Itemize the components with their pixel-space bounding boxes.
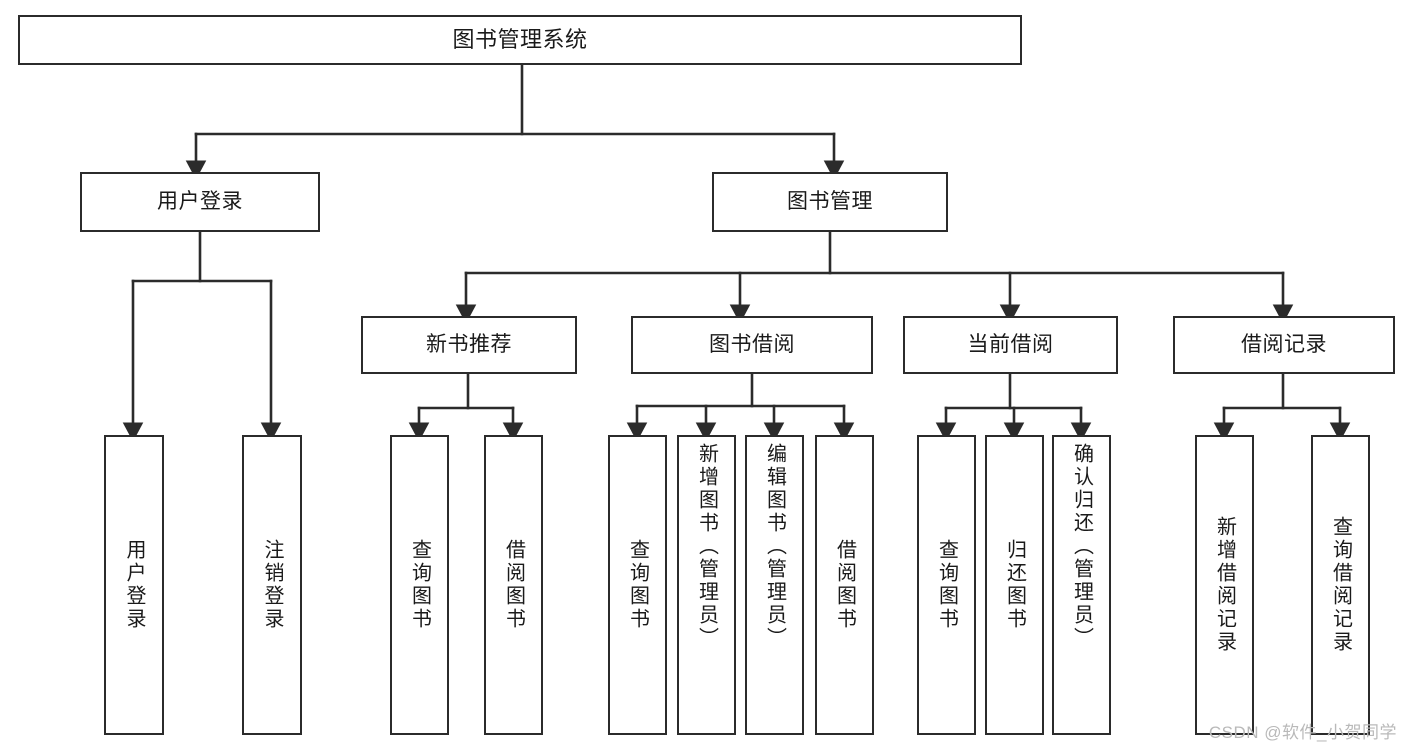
node-leaf-add-record-label: 新增借阅记录 bbox=[1213, 516, 1236, 654]
node-book-manage-label: 图书管理 bbox=[787, 189, 873, 213]
node-leaf-edit-book[interactable]: 编辑图书（管理员） bbox=[745, 435, 804, 735]
node-leaf-borrow-book-1-label: 借阅图书 bbox=[502, 539, 525, 631]
node-leaf-query-record[interactable]: 查询借阅记录 bbox=[1311, 435, 1370, 735]
node-leaf-borrow-book-2[interactable]: 借阅图书 bbox=[815, 435, 874, 735]
node-leaf-return-book-label: 归还图书 bbox=[1003, 539, 1026, 631]
node-root-label: 图书管理系统 bbox=[452, 27, 588, 53]
node-leaf-confirm-return-label: 确认归还（管理员） bbox=[1070, 443, 1093, 650]
node-leaf-user-login-label: 用户登录 bbox=[123, 539, 145, 631]
node-user-login-label: 用户登录 bbox=[157, 189, 243, 213]
node-leaf-confirm-return[interactable]: 确认归还（管理员） bbox=[1052, 435, 1111, 735]
node-new-book-rec-label: 新书推荐 bbox=[426, 332, 512, 356]
node-leaf-logout-label: 注销登录 bbox=[261, 539, 283, 631]
node-leaf-query-book-2[interactable]: 查询图书 bbox=[608, 435, 667, 735]
node-leaf-add-book[interactable]: 新增图书（管理员） bbox=[677, 435, 736, 735]
node-leaf-logout[interactable]: 注销登录 bbox=[242, 435, 302, 735]
node-book-borrow-label: 图书借阅 bbox=[709, 332, 795, 356]
node-leaf-return-book[interactable]: 归还图书 bbox=[985, 435, 1044, 735]
node-user-login[interactable]: 用户登录 bbox=[80, 172, 320, 232]
node-leaf-user-login[interactable]: 用户登录 bbox=[104, 435, 164, 735]
node-leaf-query-book-3-label: 查询图书 bbox=[935, 539, 958, 631]
node-borrow-record[interactable]: 借阅记录 bbox=[1173, 316, 1395, 374]
node-leaf-query-book-1[interactable]: 查询图书 bbox=[390, 435, 449, 735]
node-leaf-add-record[interactable]: 新增借阅记录 bbox=[1195, 435, 1254, 735]
node-current-borrow[interactable]: 当前借阅 bbox=[903, 316, 1118, 374]
node-new-book-rec[interactable]: 新书推荐 bbox=[361, 316, 577, 374]
node-book-borrow[interactable]: 图书借阅 bbox=[631, 316, 873, 374]
node-leaf-add-book-label: 新增图书（管理员） bbox=[695, 443, 718, 650]
node-book-manage[interactable]: 图书管理 bbox=[712, 172, 948, 232]
node-leaf-query-book-3[interactable]: 查询图书 bbox=[917, 435, 976, 735]
node-current-borrow-label: 当前借阅 bbox=[967, 332, 1054, 356]
node-leaf-edit-book-label: 编辑图书（管理员） bbox=[763, 443, 786, 650]
node-root[interactable]: 图书管理系统 bbox=[18, 15, 1022, 65]
node-leaf-borrow-book-2-label: 借阅图书 bbox=[833, 539, 856, 631]
node-leaf-query-book-2-label: 查询图书 bbox=[626, 539, 649, 631]
node-leaf-query-record-label: 查询借阅记录 bbox=[1329, 516, 1352, 654]
node-borrow-record-label: 借阅记录 bbox=[1241, 332, 1327, 356]
node-leaf-borrow-book-1[interactable]: 借阅图书 bbox=[484, 435, 543, 735]
node-leaf-query-book-1-label: 查询图书 bbox=[408, 539, 431, 631]
csdn-watermark: CSDN @软件_小贺同学 bbox=[1208, 723, 1397, 742]
